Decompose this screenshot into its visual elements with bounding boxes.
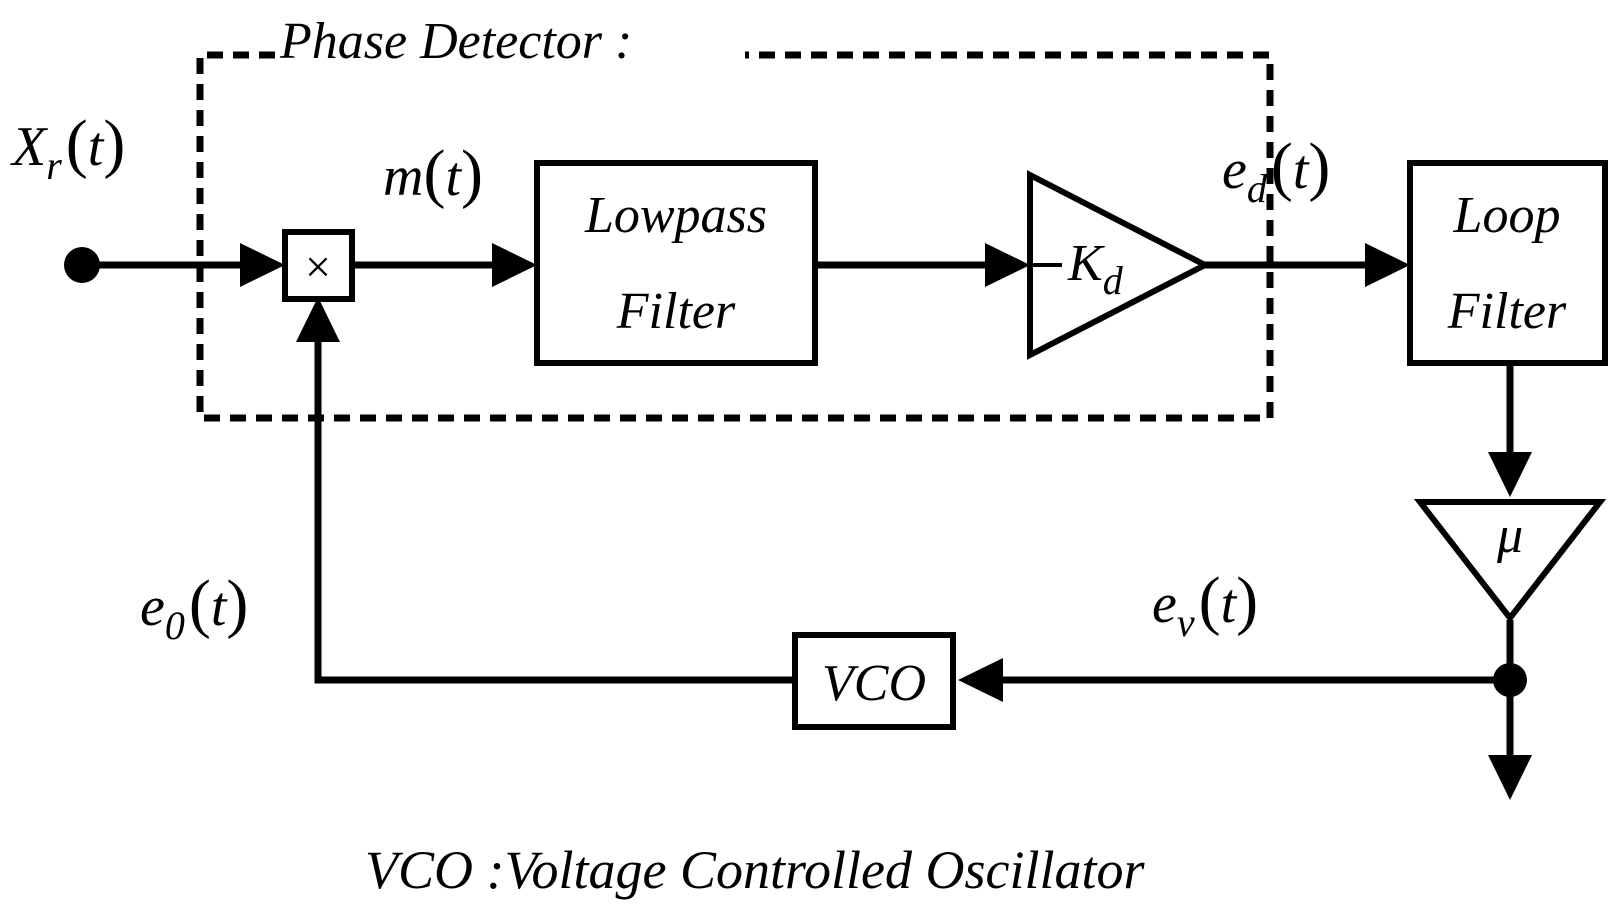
vco-label: VCO [822, 655, 926, 712]
vco-block: VCO [792, 632, 956, 730]
loop-filter-line2: Filter [1447, 283, 1567, 340]
signal-ev-label: ev(t) [1152, 564, 1258, 645]
arrow-output-down [1488, 755, 1532, 800]
signal-xr-label: Xr(t) [10, 107, 125, 188]
arrow-into-mu [1488, 452, 1532, 497]
arrow-into-vco [958, 658, 1003, 702]
multiplier-symbol: × [305, 241, 331, 292]
signal-m-label: m(t) [383, 137, 483, 210]
lowpass-filter-line1: Lowpass [584, 187, 767, 244]
kd-sub: d [1103, 258, 1124, 303]
arrow-into-loopfilter [1365, 243, 1410, 287]
arrow-into-multiplier-bottom [296, 297, 340, 342]
arrow-into-multiplier [240, 243, 285, 287]
mu-gain-label: μ [1496, 507, 1523, 564]
wire-vco-feedback [314, 342, 795, 684]
arrow-into-lowpass [492, 243, 537, 287]
multiplier-block: × [282, 229, 355, 302]
loop-filter-block: Loop Filter [1407, 160, 1608, 366]
lowpass-filter-line2: Filter [616, 283, 736, 340]
phase-detector-boundary [196, 51, 1274, 422]
arrow-into-kd [985, 243, 1030, 287]
junction-node [1493, 663, 1527, 697]
kd-main: K [1067, 235, 1105, 292]
signal-ed-label: ed(t) [1222, 130, 1330, 211]
mu-gain-block: μ [1413, 499, 1607, 623]
loop-filter-line1: Loop [1453, 187, 1561, 244]
lowpass-filter-block: Lowpass Filter [534, 160, 818, 366]
phase-detector-label: Phase Detector : [279, 13, 632, 70]
footnote-vco-definition: VCO :Voltage Controlled Oscillator [365, 840, 1145, 900]
kd-gain-block: Kd [1027, 170, 1212, 360]
kd-gain-label: Kd [1067, 235, 1124, 303]
signal-e0-label: e0(t) [140, 567, 248, 648]
